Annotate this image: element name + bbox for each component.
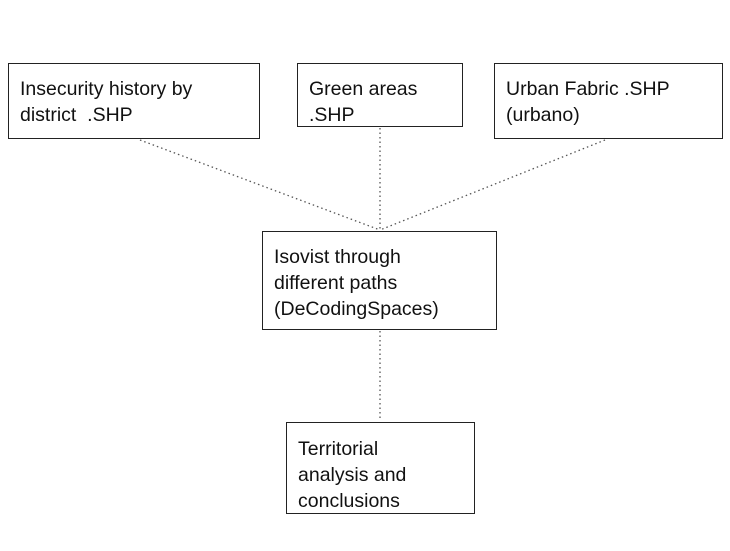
- node-green-line-2: .SHP: [309, 104, 355, 126]
- node-green-line-1: Green areas: [309, 78, 418, 100]
- node-territorial-line-1: Territorial: [298, 438, 379, 460]
- connector-insecurity-to-isovist: [139, 139, 381, 231]
- node-green-areas: Green areas .SHP: [297, 63, 463, 127]
- node-insecurity-line-1: Insecurity history by: [20, 78, 193, 100]
- node-territorial-line-2: analysis and: [298, 464, 407, 486]
- node-urban-line-2: (urbano): [506, 104, 580, 126]
- node-urban-fabric: Urban Fabric .SHP (urbano): [494, 63, 723, 139]
- connector-urban-to-isovist: [379, 139, 606, 231]
- node-isovist-line-3: (DeCodingSpaces): [274, 298, 439, 320]
- node-insecurity-history: Insecurity history by district .SHP: [8, 63, 260, 139]
- node-insecurity-line-2: district .SHP: [20, 104, 133, 126]
- node-isovist-line-1: Isovist through: [274, 246, 401, 268]
- node-isovist-line-2: different paths: [274, 272, 398, 294]
- node-territorial-line-3: conclusions: [298, 490, 400, 512]
- node-territorial-analysis: Territorial analysis and conclusions: [286, 422, 475, 514]
- node-urban-line-1: Urban Fabric .SHP: [506, 78, 670, 100]
- node-isovist-paths: Isovist through different paths (DeCodin…: [262, 231, 497, 330]
